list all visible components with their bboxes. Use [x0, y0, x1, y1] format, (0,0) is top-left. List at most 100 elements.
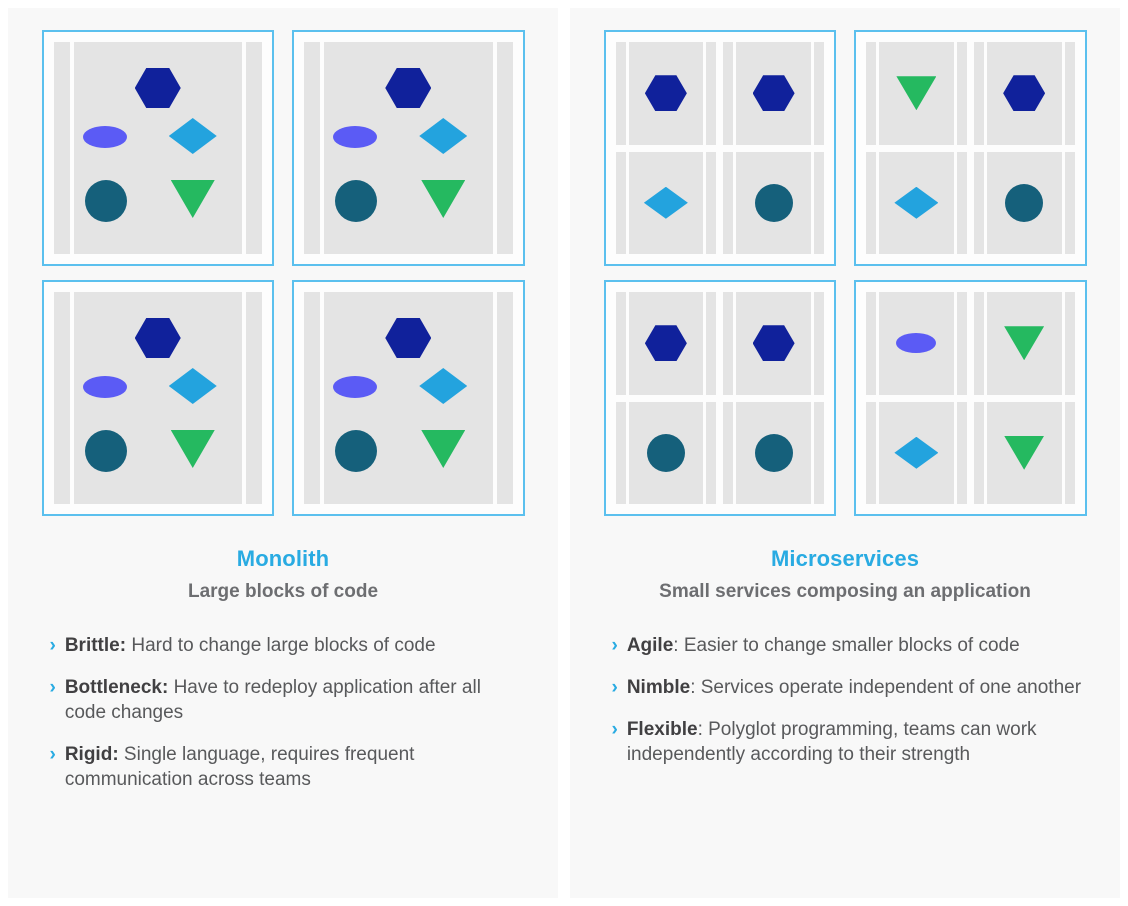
monolith-panel [53, 42, 262, 254]
shape-slot [894, 186, 939, 219]
panel-stripe [876, 292, 879, 395]
microservice-panel [973, 401, 1075, 504]
bullet-lead: Nimble [626, 677, 691, 698]
bullet-text: Rigid: Single language, requires frequen… [64, 744, 415, 790]
shape-slot [333, 376, 378, 398]
panel-stripe [625, 151, 629, 254]
panel-stripe [876, 401, 879, 504]
shape-slot [333, 126, 378, 148]
shape-slot [168, 368, 217, 404]
ellipse-shape-icon [896, 333, 937, 354]
shape-slot [82, 376, 127, 398]
circle-shape-icon [335, 430, 378, 472]
panel-stripe [69, 42, 74, 254]
microservices-unit-box [603, 30, 836, 266]
monolith-title: Monolith [236, 546, 330, 571]
bullet-lead: Agile [626, 635, 674, 656]
shape-slot [752, 75, 795, 112]
microservice-panel [615, 401, 717, 504]
shape-slot [754, 183, 793, 222]
circle-shape-icon [335, 180, 378, 222]
shape-slot [335, 180, 378, 222]
chevron-right-icon: › [611, 635, 618, 656]
chevron-right-icon: › [49, 677, 56, 698]
triangle-shape-icon [896, 76, 937, 111]
circle-shape-icon [84, 430, 127, 472]
panel-stripe [703, 292, 707, 395]
shape-slot [335, 430, 378, 472]
bullet-text: Bottleneck: Have to redeploy application… [64, 677, 481, 723]
panel-stripe [876, 42, 879, 145]
panel-stripe [733, 401, 737, 504]
diamond-shape-icon [419, 118, 468, 154]
monolith-panel [304, 292, 513, 504]
circle-shape-icon [754, 433, 793, 472]
bullet-item: › Brittle: Hard to change large blocks of… [50, 633, 525, 658]
microservice-panel [615, 292, 717, 395]
bullet-lead: Brittle: [64, 635, 127, 656]
panel-stripe [703, 151, 707, 254]
shape-slot [170, 180, 215, 218]
microservices-service-grid [615, 42, 824, 254]
triangle-shape-icon [1004, 435, 1045, 470]
shape-slot [1004, 326, 1045, 361]
microservices-column: Microservices Small services composing a… [570, 8, 1120, 898]
circle-shape-icon [754, 183, 793, 222]
shape-slot [170, 430, 215, 468]
panel-stripe [625, 401, 629, 504]
diamond-shape-icon [894, 186, 939, 219]
bullet-lead: Rigid: [64, 744, 119, 765]
panel-stripe [1061, 401, 1065, 504]
monolith-shape-cluster [333, 68, 483, 228]
microservices-unit-box [854, 280, 1087, 516]
bullet-text: Brittle: Hard to change large blocks of … [64, 635, 436, 656]
shape-slot [1003, 75, 1046, 112]
shape-slot [134, 68, 181, 108]
shape-slot [84, 180, 127, 222]
bullet-item: › Rigid: Single language, requires freque… [50, 742, 525, 792]
monolith-shape-cluster [333, 318, 483, 478]
triangle-shape-icon [421, 180, 466, 218]
circle-shape-icon [646, 433, 685, 472]
chevron-right-icon: › [611, 719, 618, 740]
monolith-panel [53, 292, 262, 504]
panel-stripe [69, 292, 74, 504]
bullet-item: ›Nimble: Services operate independent of… [612, 675, 1087, 700]
microservice-panel [866, 42, 967, 145]
triangle-shape-icon [170, 430, 215, 468]
ellipse-shape-icon [333, 376, 378, 398]
microservice-panel [973, 42, 1075, 145]
shape-slot [1005, 183, 1044, 222]
circle-shape-icon [1005, 183, 1044, 222]
microservice-panel [866, 151, 967, 254]
shape-slot [84, 430, 127, 472]
chevron-right-icon: › [611, 677, 618, 698]
panel-stripe [953, 151, 957, 254]
monolith-shape-cluster [82, 318, 233, 478]
panel-stripe [1061, 151, 1065, 254]
hexagon-shape-icon [644, 75, 687, 112]
panel-stripe [320, 42, 324, 254]
hexagon-shape-icon [752, 325, 795, 362]
microservice-panel [615, 42, 717, 145]
shape-slot [419, 368, 468, 404]
panel-stripe [876, 151, 879, 254]
microservices-unit-box [854, 30, 1087, 266]
bullet-text: Agile: Easier to change smaller blocks o… [626, 635, 1020, 656]
bullet-item: › Bottleneck: Have to redeploy applicatio… [50, 675, 525, 725]
chevron-right-icon: › [49, 744, 56, 765]
chevron-right-icon: › [49, 635, 56, 656]
panel-stripe [953, 42, 957, 145]
monolith-unit-box [292, 280, 525, 516]
bullet-lead: Flexible [626, 719, 698, 740]
monolith-column: Monolith Large blocks of code ›Brittle: … [8, 8, 558, 898]
panel-stripe [320, 292, 324, 504]
hexagon-shape-icon [385, 68, 432, 108]
shape-slot [644, 325, 687, 362]
microservice-panel [723, 401, 824, 504]
shape-slot [82, 126, 127, 148]
microservice-panel [973, 151, 1075, 254]
shape-slot [385, 318, 432, 358]
panel-stripe [733, 292, 737, 395]
ellipse-shape-icon [333, 126, 378, 148]
